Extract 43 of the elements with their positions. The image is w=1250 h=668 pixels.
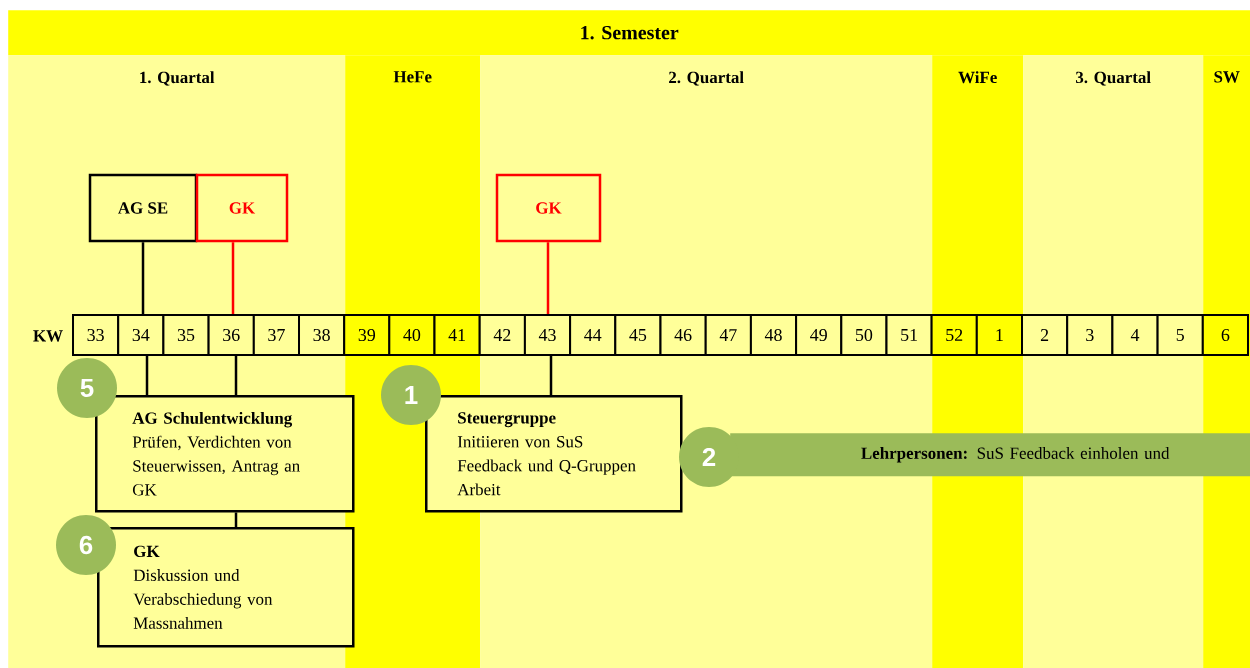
- week-cell: 42: [478, 314, 526, 356]
- week-cell: 49: [795, 314, 843, 356]
- node-label: 2: [702, 447, 716, 467]
- week-cell: 33: [72, 314, 120, 356]
- connector-line: [549, 356, 553, 395]
- week-cell: 51: [885, 314, 933, 356]
- week-cell: 36: [207, 314, 255, 356]
- label-box: GK: [195, 173, 289, 243]
- week-cell: 3: [1066, 314, 1114, 356]
- week-cell: 45: [614, 314, 662, 356]
- week-cell: 39: [343, 314, 391, 356]
- connector-line: [231, 242, 235, 314]
- week-cell: 6: [1201, 314, 1249, 356]
- connector-line: [546, 242, 550, 314]
- week-cell: 37: [252, 314, 300, 356]
- connector-line: [145, 356, 149, 395]
- semester-band: 1. Semester: [8, 10, 1250, 56]
- week-cell: 48: [749, 314, 798, 356]
- week-cell: 35: [162, 314, 210, 356]
- week-cell: 47: [704, 314, 752, 356]
- week-cell: 40: [388, 314, 436, 356]
- node-label: SW: [1214, 71, 1240, 83]
- row-label: KW: [33, 330, 63, 342]
- task-box: Steuergruppe Initiieren von SuS Feedback und Q-Gruppen Arbeit: [425, 395, 683, 513]
- week-cell: 52: [930, 314, 978, 356]
- week-cell: 4: [1111, 314, 1159, 356]
- week-cell: 5: [1156, 314, 1204, 356]
- week-cell: 41: [433, 314, 481, 356]
- week-cell: 44: [569, 314, 617, 356]
- label-box: GK: [495, 173, 602, 243]
- connector-line: [234, 356, 238, 395]
- label-box: AG SE: [88, 173, 198, 243]
- week-cell: 50: [840, 314, 888, 356]
- node-label: HeFe: [393, 71, 432, 83]
- connector-line: [141, 242, 145, 314]
- week-cell: 38: [298, 314, 346, 356]
- week-cell: 34: [117, 314, 165, 356]
- connector-line: [234, 512, 238, 527]
- week-cell: 46: [659, 314, 707, 356]
- week-cell: 1: [975, 314, 1023, 356]
- week-cell: 2: [1021, 314, 1069, 356]
- week-cell: 43: [523, 314, 572, 356]
- node-label: WiFe: [958, 71, 997, 84]
